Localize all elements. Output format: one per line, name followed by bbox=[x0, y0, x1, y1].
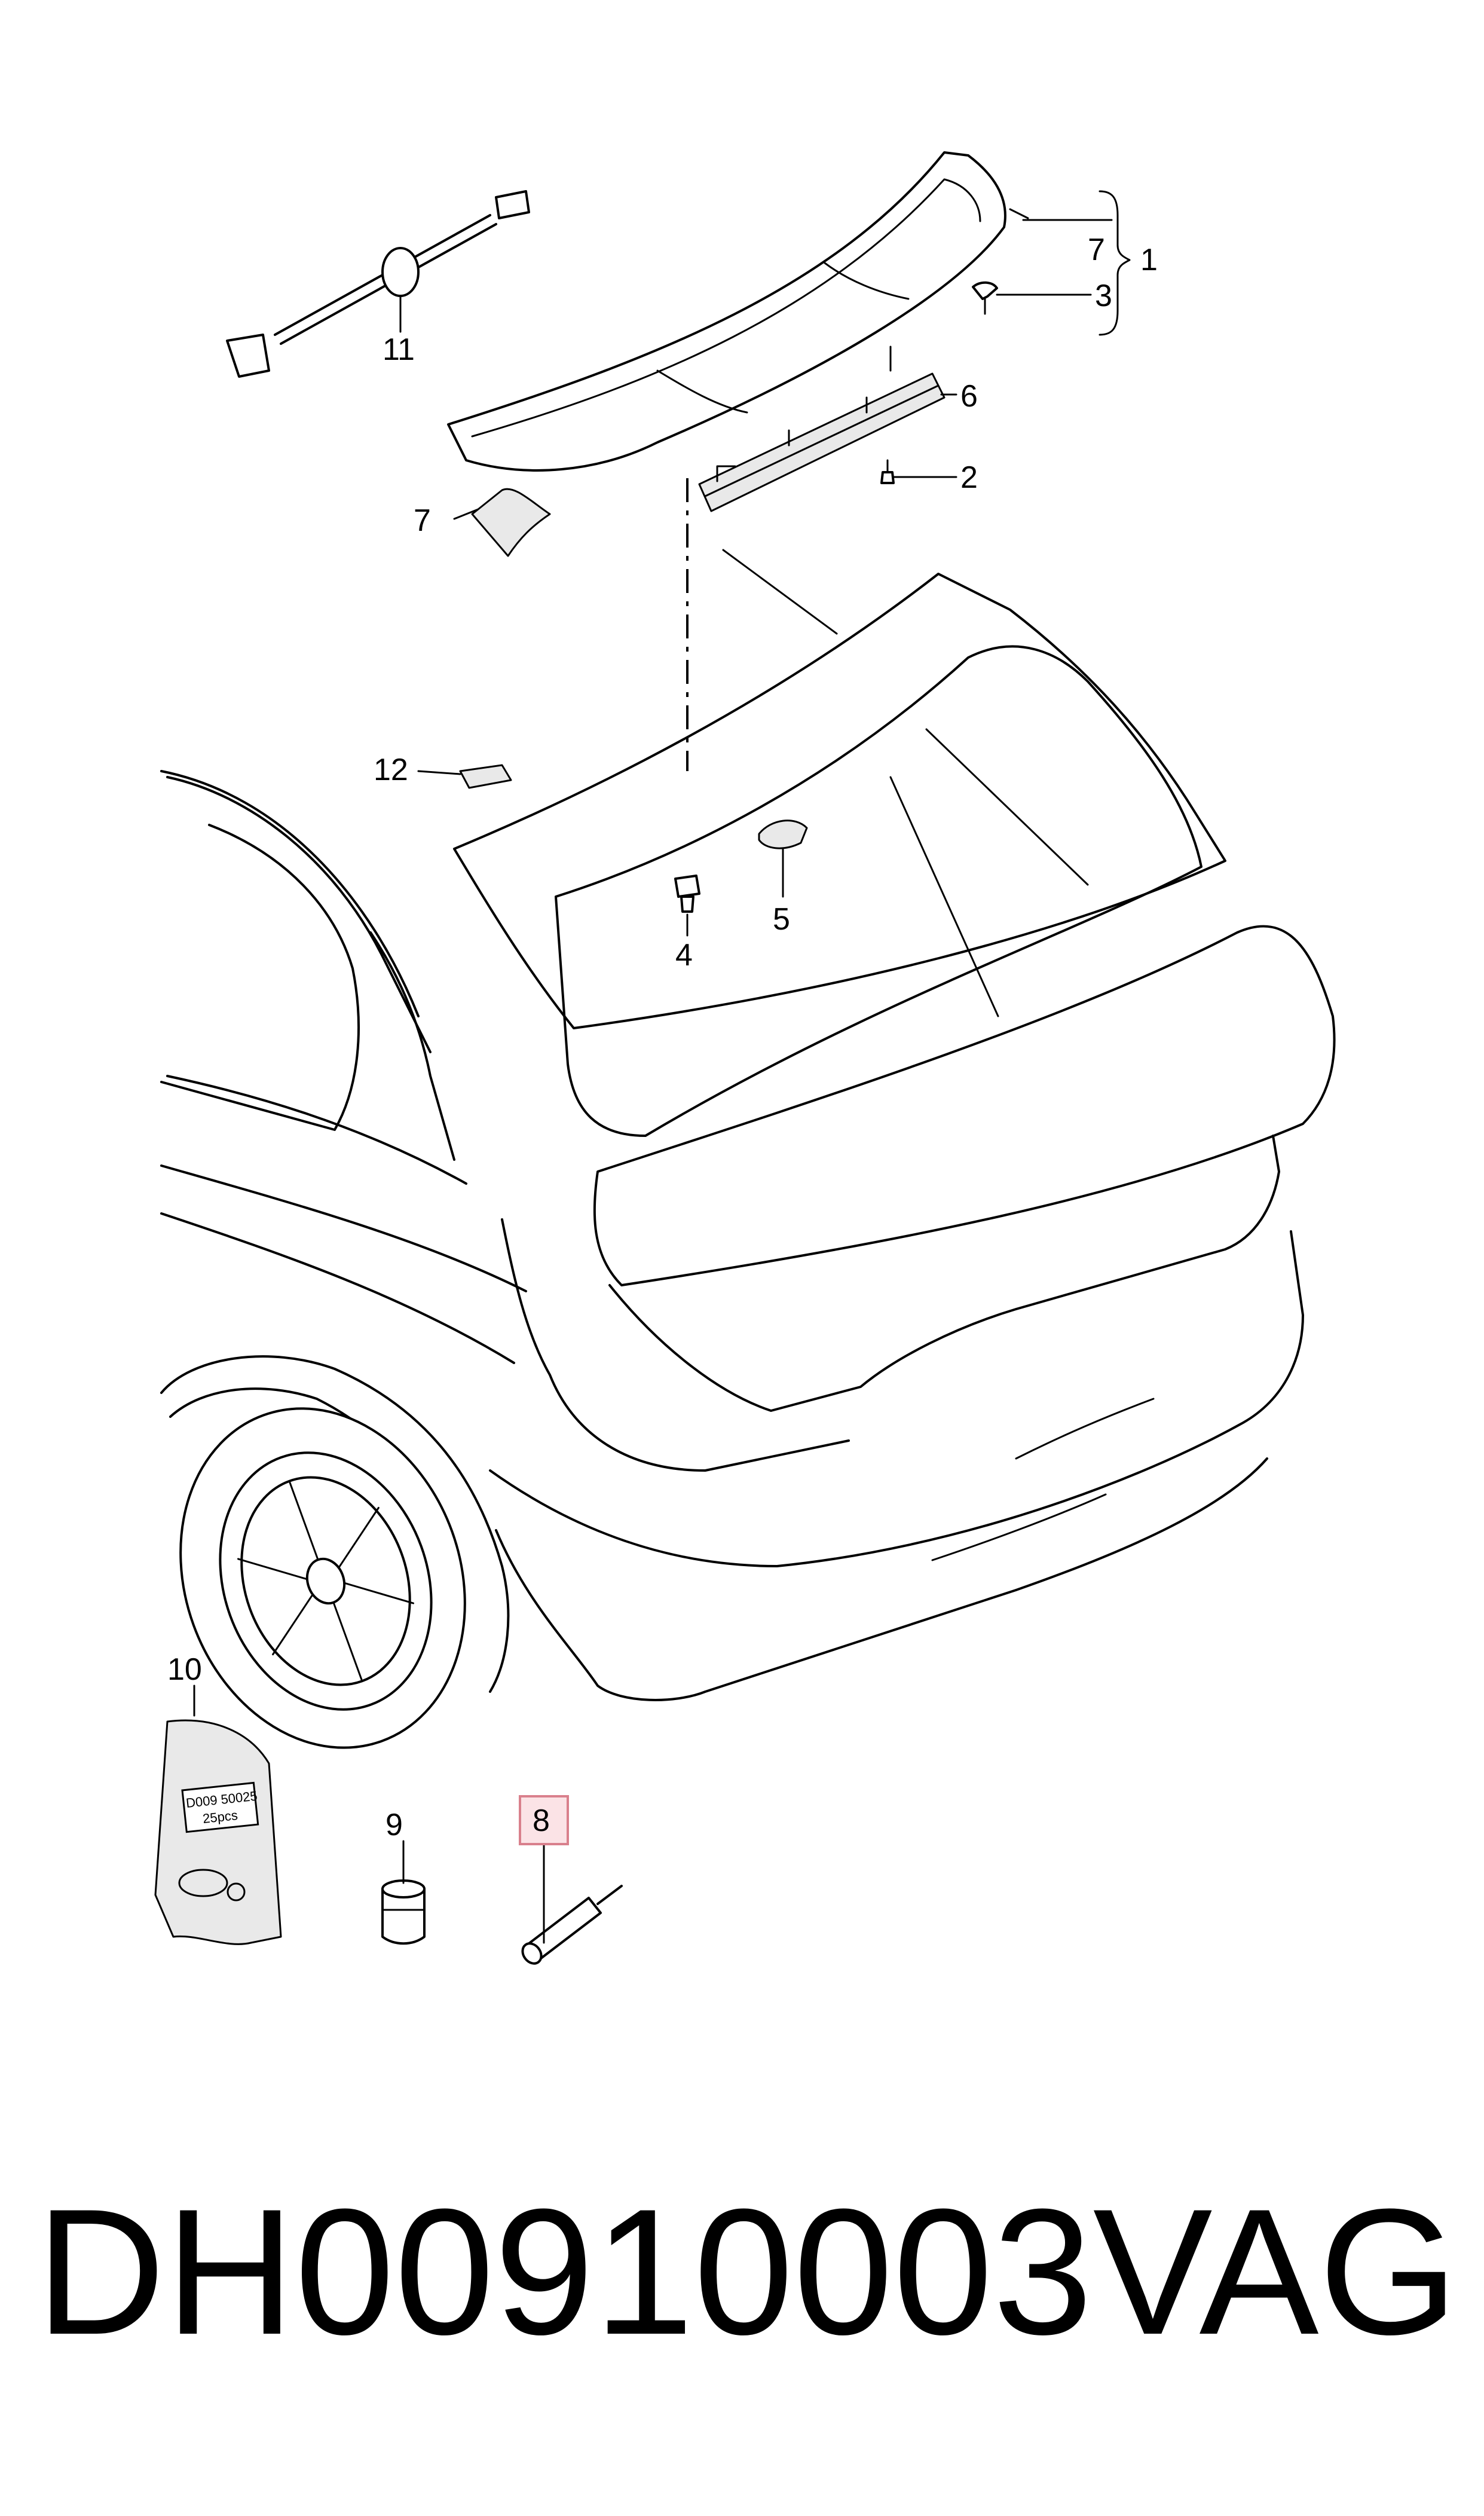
footer: DH00910003 VAG bbox=[36, 2176, 1458, 2367]
part-number: DH00910003 bbox=[36, 2171, 1093, 2372]
rear-spoiler bbox=[447, 151, 1029, 472]
grommet-4 bbox=[674, 875, 700, 913]
callout-10: 10 bbox=[167, 1652, 202, 1687]
callout-6: 6 bbox=[960, 379, 978, 414]
car-body bbox=[160, 573, 1336, 1749]
callout-2: 2 bbox=[960, 460, 978, 495]
brand-name: VAG bbox=[1093, 2171, 1458, 2372]
callout-5: 5 bbox=[773, 902, 790, 937]
clip-3 bbox=[972, 281, 998, 315]
leader-lines bbox=[193, 190, 1131, 1944]
applicator-8 bbox=[521, 1885, 623, 1965]
callout-11: 11 bbox=[383, 332, 415, 367]
callout-3: 3 bbox=[1095, 279, 1112, 313]
trim-piece-7 bbox=[471, 488, 551, 557]
callout-8-highlight: 8 bbox=[519, 1795, 569, 1845]
bump-stop-5 bbox=[758, 820, 808, 849]
cable-11 bbox=[226, 190, 530, 378]
brake-light bbox=[698, 372, 946, 512]
bag-10: D009 50025 25pcs bbox=[154, 1719, 282, 1945]
cap-9 bbox=[381, 1879, 426, 1945]
callout-4: 4 bbox=[675, 938, 693, 973]
screw-2 bbox=[880, 459, 895, 484]
callout-7-lower: 7 bbox=[414, 503, 431, 538]
callout-7-upper: 7 bbox=[1088, 233, 1105, 267]
label-12 bbox=[459, 764, 512, 789]
callout-8: 8 bbox=[533, 1803, 550, 1838]
callout-12: 12 bbox=[374, 753, 408, 787]
bag-label-line2: 25pcs bbox=[202, 1808, 238, 1826]
callout-1: 1 bbox=[1140, 243, 1158, 277]
callout-9: 9 bbox=[385, 1808, 403, 1842]
